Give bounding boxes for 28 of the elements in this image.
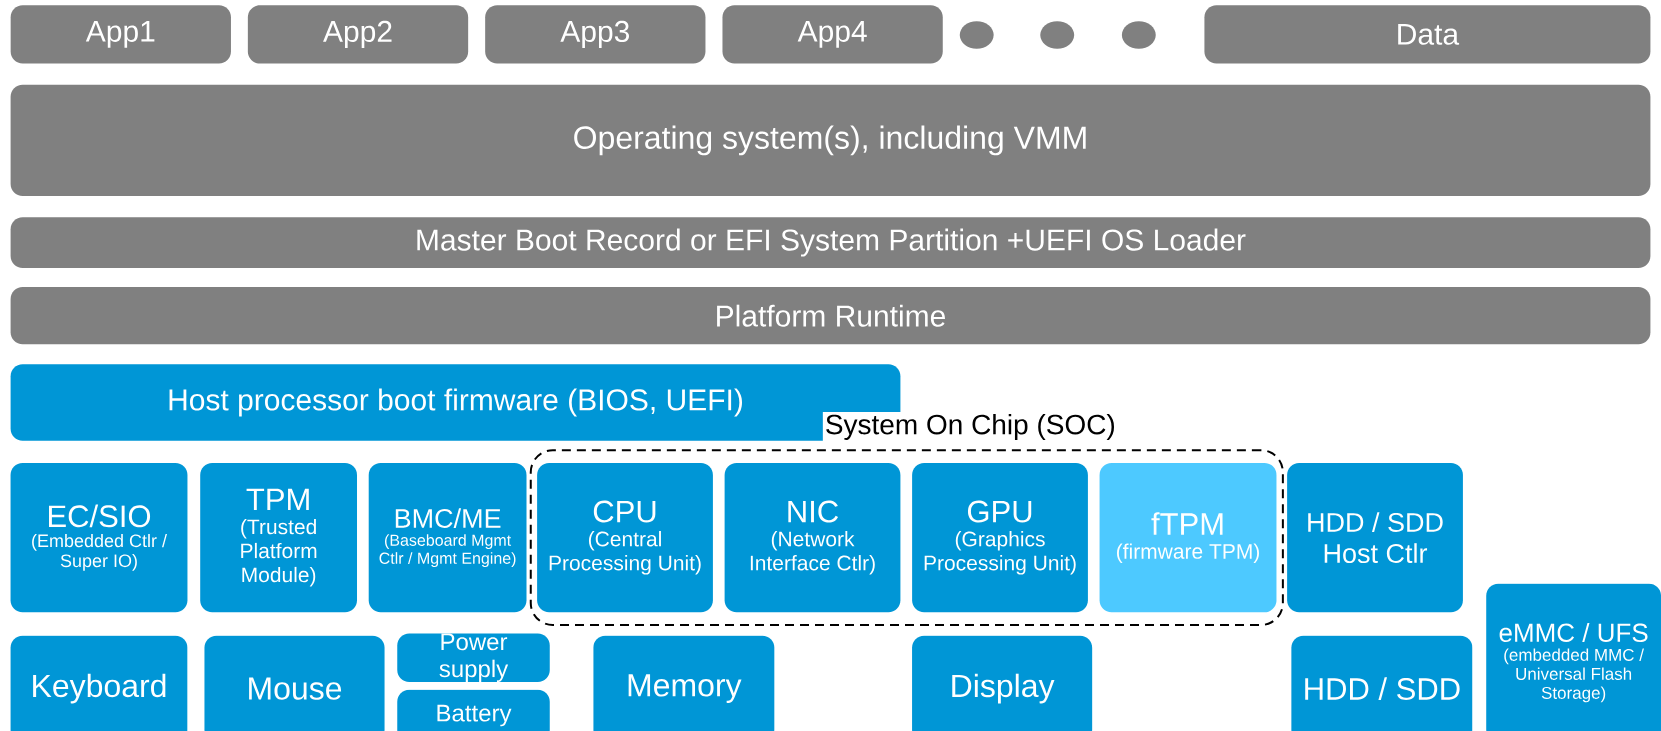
layer-band: Master Boot Record or EFI System Partition +UEFI OS Loader xyxy=(10,217,1651,268)
app-box: App2 xyxy=(247,5,469,64)
ellipsis-dot xyxy=(1040,21,1075,49)
component-box: BMC/ME (Baseboard Mgmt Ctlr / Mgmt Engine) xyxy=(368,462,527,613)
component-box: CPU (Central Processing Unit) xyxy=(537,462,713,613)
device-box: Memory xyxy=(593,635,775,731)
device-box: Battery xyxy=(397,689,550,731)
component-box: HDD / SDD Host Ctlr xyxy=(1287,462,1463,613)
app-box: App1 xyxy=(10,5,231,64)
app-box: App4 xyxy=(722,5,943,64)
ellipsis-dot xyxy=(959,21,994,49)
component-box: EC/SIO (Embedded Ctlr / Super IO) xyxy=(10,462,188,613)
component-box: TPM (Trusted Platform Module) xyxy=(200,462,357,613)
heading: System On Chip (SOC) xyxy=(822,411,1118,442)
layer-band: Platform Runtime xyxy=(10,287,1651,345)
device-box: Display xyxy=(912,635,1093,731)
app-box: App3 xyxy=(485,5,706,64)
ellipsis-dot xyxy=(1121,21,1156,49)
component-box: NIC (Network Interface Ctlr) xyxy=(724,462,901,613)
component-box: fTPM (firmware TPM) xyxy=(1099,462,1277,613)
device-box: Keyboard xyxy=(10,635,188,731)
device-box: eMMC / UFS (embedded MMC / Universal Flash Storage) xyxy=(1486,583,1661,731)
device-box: Power supply xyxy=(397,633,550,683)
data-box: Data xyxy=(1204,5,1651,64)
component-box: GPU (Graphics Processing Unit) xyxy=(912,462,1088,613)
device-box: Mouse xyxy=(204,635,385,731)
layer-band: Operating system(s), including VMM xyxy=(10,84,1651,196)
device-box: HDD / SDD xyxy=(1291,635,1473,731)
